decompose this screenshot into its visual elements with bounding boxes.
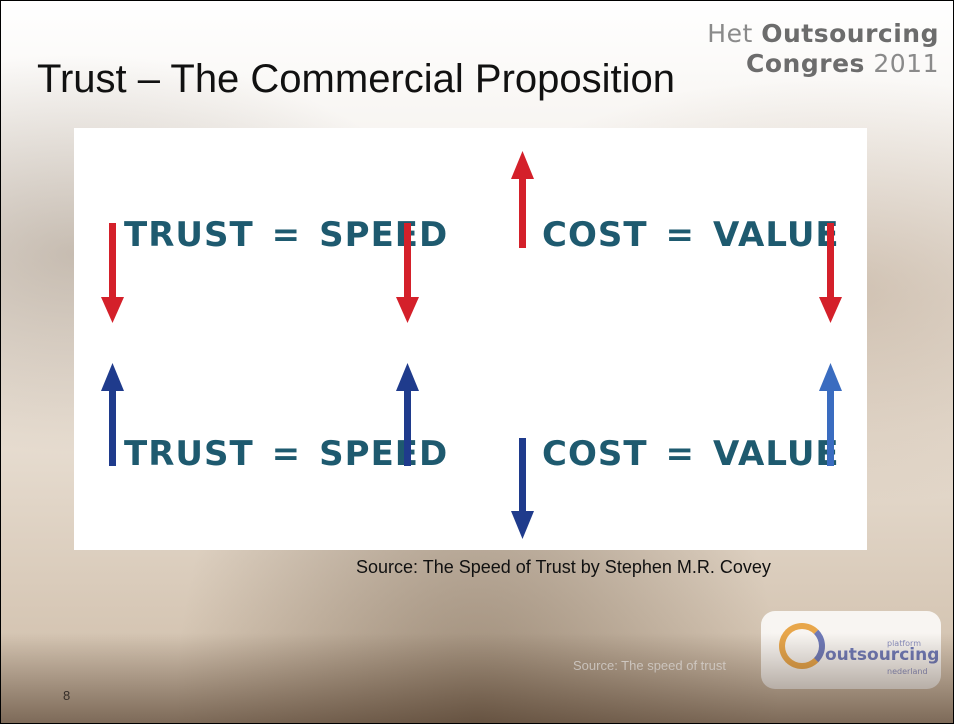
eq-operator: = <box>271 215 302 255</box>
arrow-up-icon <box>396 363 419 466</box>
brand-line-2: Congres 2011 <box>707 49 939 79</box>
arrow-down-icon <box>396 223 419 323</box>
diagram-panel <box>74 128 867 550</box>
eq-term: VALUE <box>713 434 840 474</box>
eq-term: SPEED <box>319 434 449 474</box>
slide-title: Trust – The Commercial Proposition <box>37 57 676 101</box>
eq-term: COST <box>542 434 648 474</box>
brand-het: Het <box>707 19 762 48</box>
arrow-up-icon <box>819 363 842 466</box>
brand-outsourcing: Outsourcing <box>761 19 939 48</box>
eq-operator: = <box>665 434 696 474</box>
arrow-up-icon <box>101 363 124 466</box>
equation-trust-speed-bottom: TRUST = SPEED <box>124 434 448 474</box>
brand-logo: Het Outsourcing Congres 2011 <box>707 19 939 79</box>
source-caption: Source: The Speed of Trust by Stephen M.… <box>356 557 771 577</box>
equation-trust-speed-top: TRUST = SPEED <box>124 215 448 255</box>
eq-term: VALUE <box>713 215 840 255</box>
equation-cost-value-top: COST = VALUE <box>542 215 840 255</box>
arrow-down-icon <box>511 438 534 539</box>
eq-term: TRUST <box>124 434 254 474</box>
arrow-up-icon <box>511 151 534 248</box>
brand-year: 2011 <box>864 49 939 78</box>
logo-platform-text: platform <box>887 639 921 648</box>
eq-term: SPEED <box>319 215 449 255</box>
eq-term: TRUST <box>124 215 254 255</box>
logo-circle-icon <box>779 623 825 669</box>
eq-term: COST <box>542 215 648 255</box>
eq-operator: = <box>271 434 302 474</box>
arrow-down-icon <box>819 223 842 323</box>
platform-outsourcing-logo: platform outsourcing nederland <box>761 611 941 689</box>
logo-main-text: outsourcing <box>825 645 940 665</box>
page-number: 8 <box>63 688 71 703</box>
eq-operator: = <box>665 215 696 255</box>
logo-country-text: nederland <box>887 667 928 676</box>
brand-congres: Congres <box>746 49 865 78</box>
equation-cost-value-bottom: COST = VALUE <box>542 434 840 474</box>
brand-line-1: Het Outsourcing <box>707 19 939 49</box>
source-caption-faded: Source: The speed of trust <box>573 658 726 673</box>
arrow-down-icon <box>101 223 124 323</box>
